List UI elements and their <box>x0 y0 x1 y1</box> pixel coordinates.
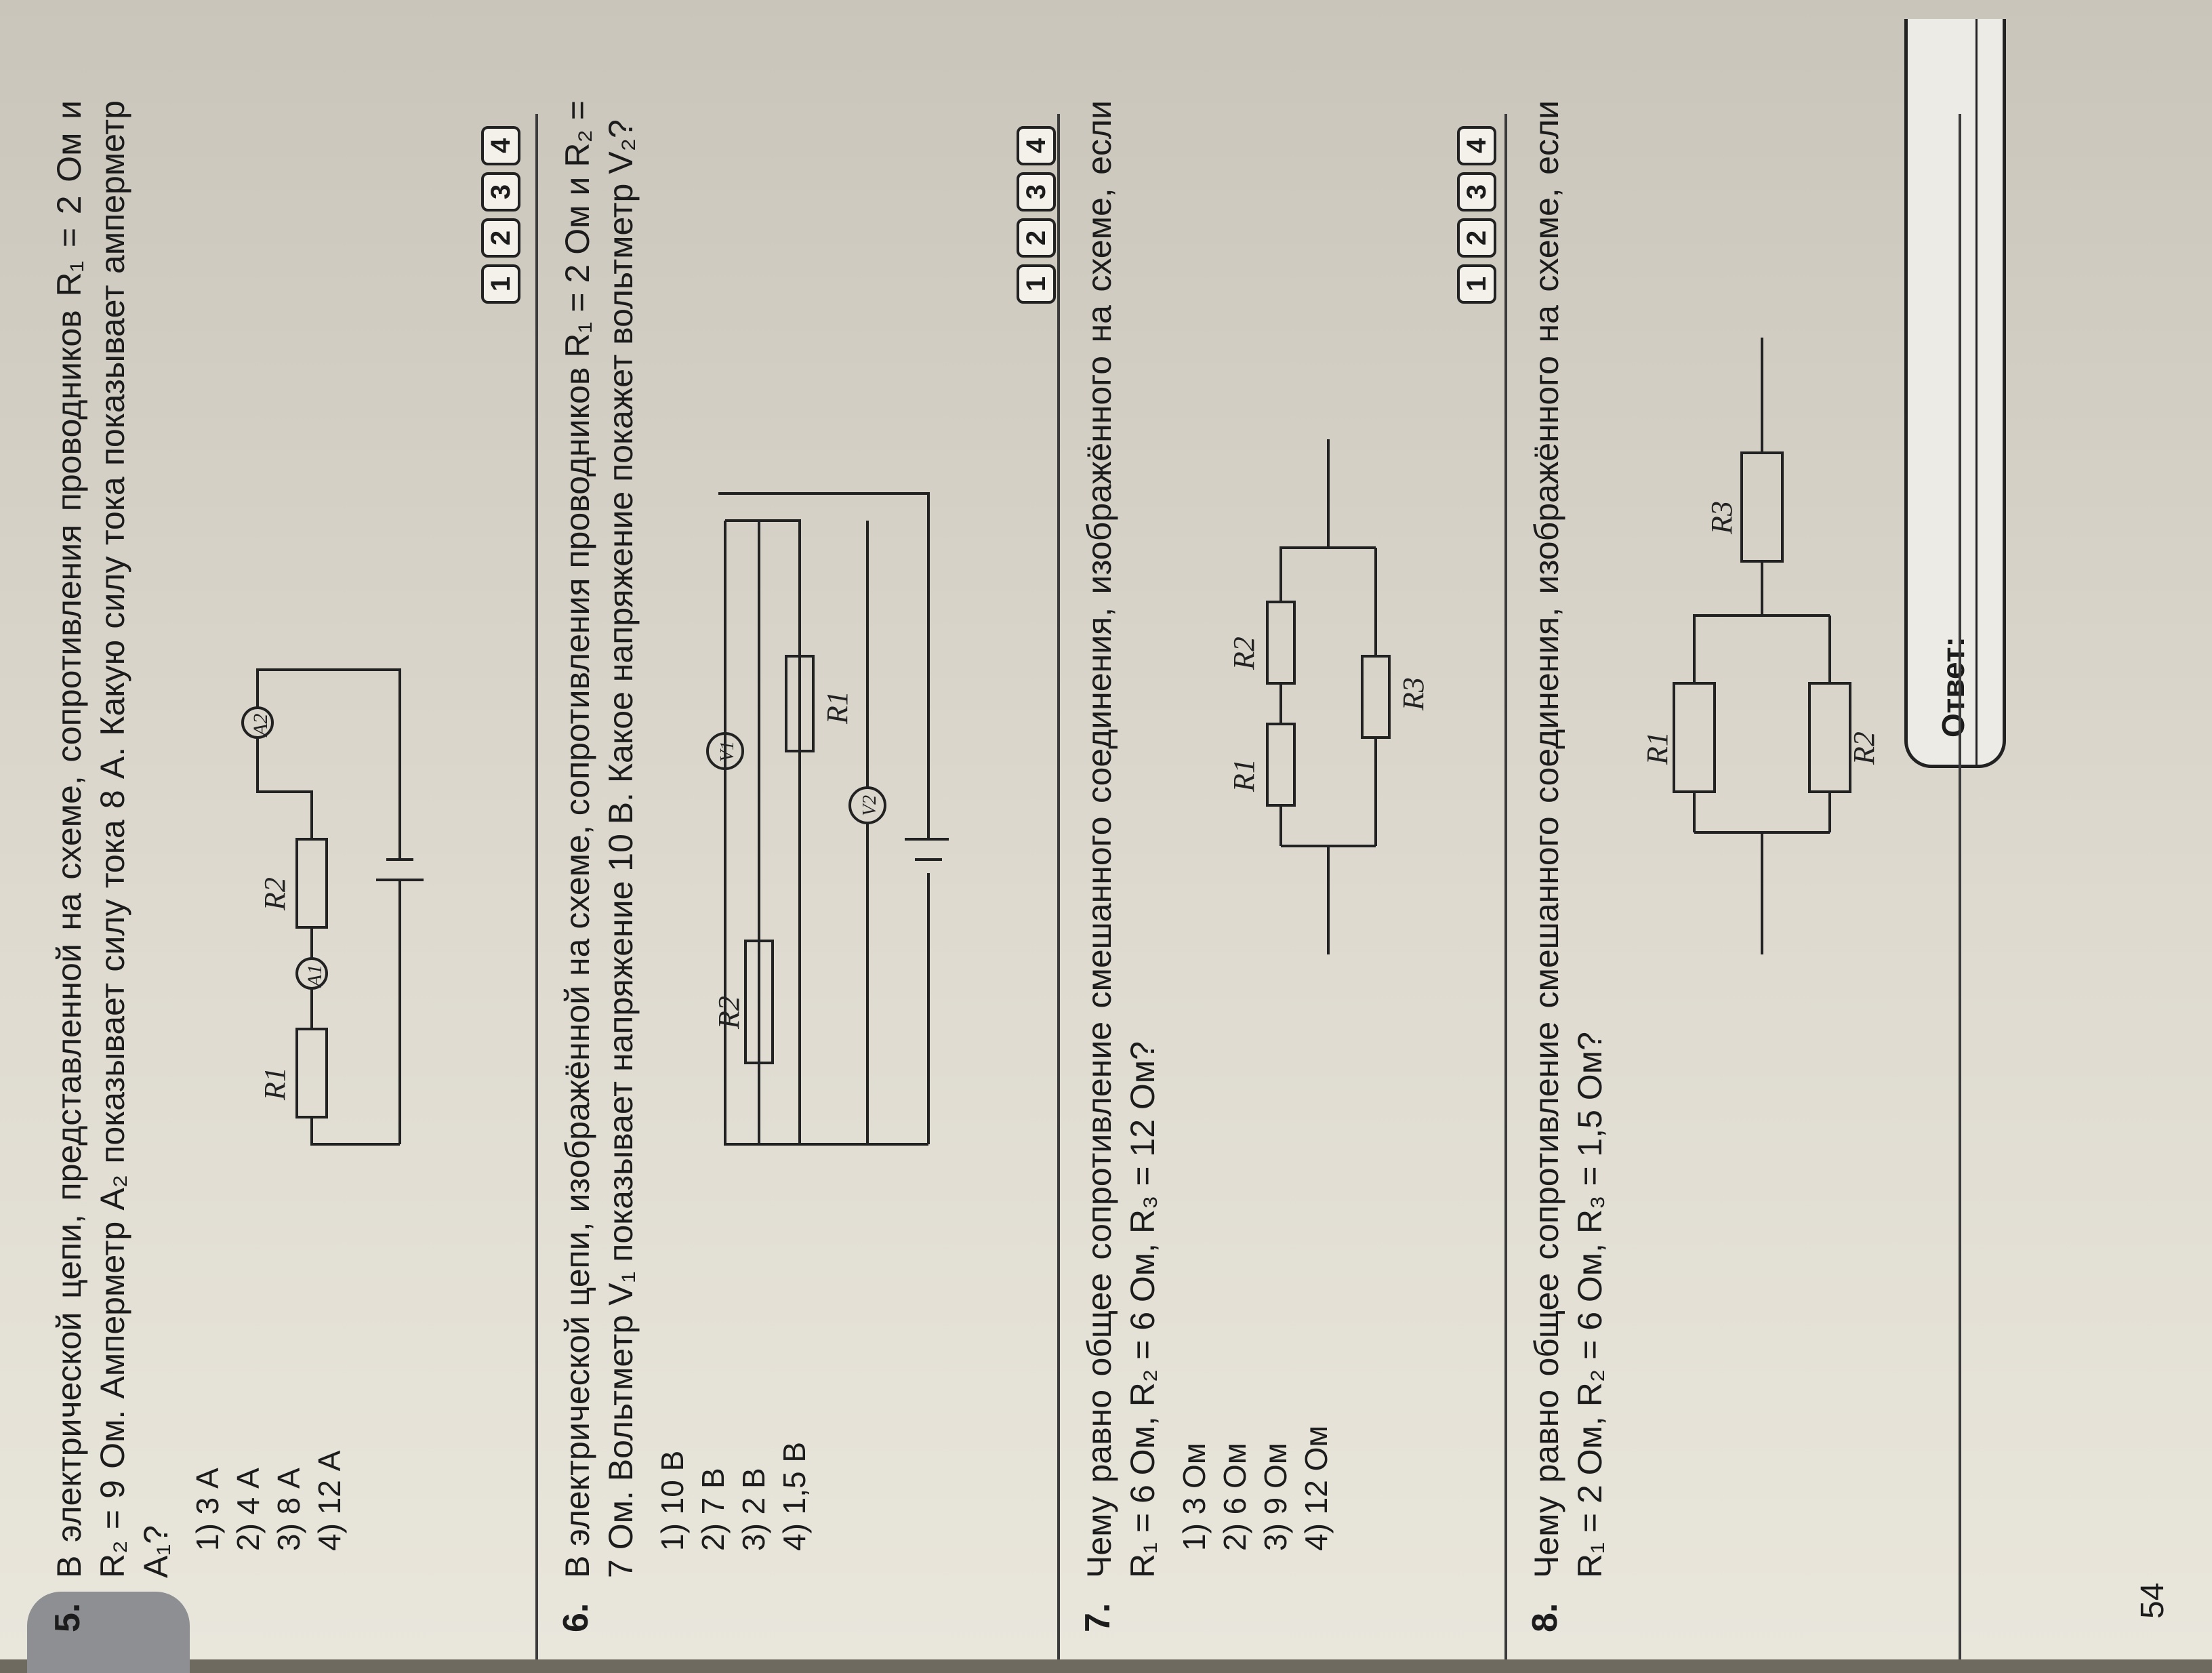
label-v2: V2 <box>859 795 880 816</box>
divider <box>1959 114 1961 1659</box>
circuit-diagram-5: R1 R2 A1 A2 <box>241 668 424 1146</box>
question-8: 8. Чему равно общее сопротивление смешан… <box>1525 19 2006 1632</box>
choice-box[interactable]: 3 <box>1457 172 1496 211</box>
question-6: 6. В электрической цепи, изображённой на… <box>556 100 1056 1632</box>
question-text: В электрической цепи, представленной на … <box>50 100 175 1578</box>
answer-line <box>1975 19 1978 765</box>
choice-box[interactable]: 2 <box>481 218 520 258</box>
question-text: Чему равно общее сопротивление смешанног… <box>1528 100 1609 1578</box>
choice-box[interactable]: 4 <box>1017 126 1056 165</box>
question-number: 7. <box>1078 1603 1118 1632</box>
circuit-diagram-8: R1 R2 R3 <box>1647 338 1877 954</box>
label-r1: R1 <box>1227 759 1261 792</box>
divider <box>535 114 538 1659</box>
label-r2: R2 <box>1227 637 1261 670</box>
circuit-diagram-6: R1 R2 V1 V2 <box>706 492 949 1146</box>
label-r2: R2 <box>712 996 745 1030</box>
answer-option[interactable]: 1) 3 Ом <box>1176 1443 1212 1551</box>
question-text: В электрической цепи, изображённой на сх… <box>558 100 640 1578</box>
choice-box[interactable]: 3 <box>1017 172 1056 211</box>
choice-box[interactable]: 4 <box>481 126 520 165</box>
choice-box[interactable]: 2 <box>1457 218 1496 258</box>
label-r1: R1 <box>258 1067 291 1101</box>
divider <box>1504 114 1507 1659</box>
choice-boxes: 1 2 3 4 <box>1017 126 1056 304</box>
choice-box[interactable]: 4 <box>1457 126 1496 165</box>
label-r2: R2 <box>258 877 291 911</box>
choice-box[interactable]: 2 <box>1017 218 1056 258</box>
divider <box>1057 114 1060 1659</box>
label-r1: R1 <box>821 691 854 725</box>
label-a1: A1 <box>304 965 326 988</box>
question-number: 6. <box>556 1603 596 1632</box>
label-v1: V1 <box>717 741 738 762</box>
question-5: 5. В электрической цепи, представленной … <box>47 100 520 1632</box>
answer-box[interactable]: Ответ: <box>1904 19 2006 768</box>
label-r2: R2 <box>1847 731 1877 765</box>
label-r3: R3 <box>1397 677 1430 711</box>
question-7: 7. Чему равно общее сопротивление смешан… <box>1078 100 1496 1632</box>
question-number: 8. <box>1525 1603 1565 1632</box>
page-number: 54 <box>2135 1582 2171 1619</box>
circuit-diagram-7: R1 R2 R3 <box>1227 439 1430 954</box>
label-a2: A2 <box>249 714 272 738</box>
answer-label: Ответ: <box>1936 637 1971 738</box>
choice-box[interactable]: 1 <box>481 264 520 304</box>
choice-box[interactable]: 1 <box>1457 264 1496 304</box>
choice-boxes: 1 2 3 4 <box>1457 126 1496 304</box>
choice-box[interactable]: 1 <box>1017 264 1056 304</box>
label-r1: R1 <box>1647 731 1674 765</box>
choice-box[interactable]: 3 <box>481 172 520 211</box>
question-text: Чему равно общее сопротивление смешанног… <box>1080 100 1162 1578</box>
choice-boxes: 1 2 3 4 <box>481 126 520 304</box>
question-number: 5. <box>48 1603 87 1632</box>
label-r3: R3 <box>1705 501 1738 535</box>
answer-option[interactable]: 1) 10 В <box>655 1450 690 1551</box>
